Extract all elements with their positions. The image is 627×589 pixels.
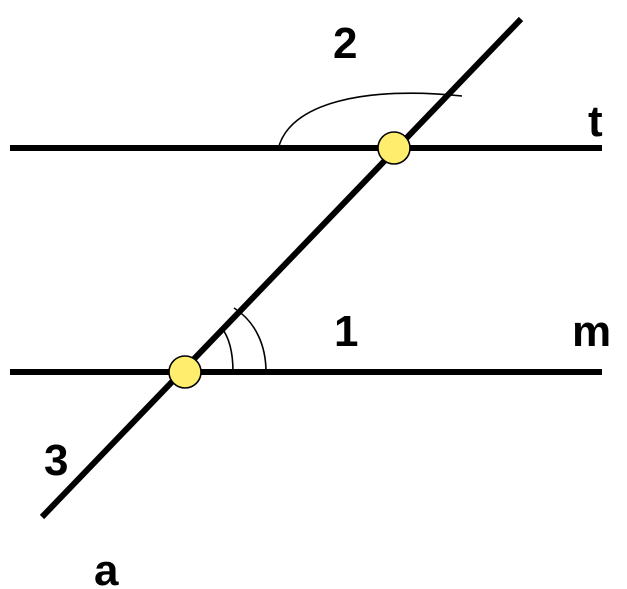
label-angle-3: 3 xyxy=(44,436,68,485)
transversal-a xyxy=(39,16,524,520)
intersection-point-t xyxy=(377,131,411,165)
label-transversal-a: a xyxy=(94,546,119,589)
intersection-point-m xyxy=(168,355,202,389)
angle-1-arc-inner xyxy=(220,326,234,373)
label-angle-2: 2 xyxy=(333,19,357,68)
label-angle-1: 1 xyxy=(334,307,358,356)
angle-2-arc xyxy=(277,92,463,151)
label-line-t: t xyxy=(588,97,603,146)
angle-1-arc-outer xyxy=(233,307,267,373)
label-line-m: m xyxy=(572,307,611,356)
